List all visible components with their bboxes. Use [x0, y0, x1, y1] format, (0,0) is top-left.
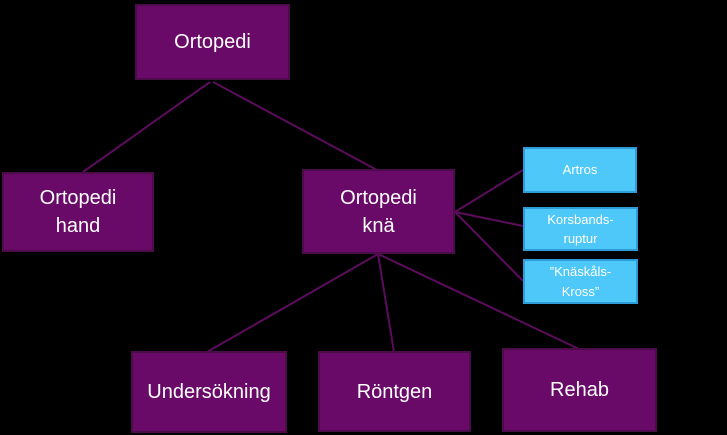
node-rontgen: Röntgen: [318, 351, 471, 432]
node-rehab: Rehab: [502, 348, 657, 432]
edge-ortopedi-to-ortopedi-hand: [82, 81, 211, 173]
node-knaskals-kross: ”Knäskåls- Kross”: [523, 259, 638, 304]
edge-ortopedi-kna-to-undersokning: [206, 253, 379, 353]
node-ortopedi-hand: Ortopedi hand: [2, 172, 154, 252]
edge-ortopedi-kna-to-knaskals-kross: [454, 211, 524, 282]
edge-ortopedi-kna-to-korsbandsruptur: [454, 211, 524, 227]
edge-ortopedi-kna-to-rontgen: [377, 253, 395, 353]
node-artros: Artros: [523, 147, 637, 193]
node-ortopedi: Ortopedi: [135, 4, 290, 80]
edge-ortopedi-kna-to-artros: [454, 169, 524, 213]
edge-ortopedi-to-ortopedi-kna: [212, 81, 378, 171]
node-korsbandsruptur: Korsbands- ruptur: [523, 207, 638, 251]
edge-ortopedi-kna-to-rehab: [377, 253, 580, 350]
node-ortopedi-kna: Ortopedi knä: [302, 169, 455, 254]
node-undersokning: Undersökning: [131, 351, 287, 433]
